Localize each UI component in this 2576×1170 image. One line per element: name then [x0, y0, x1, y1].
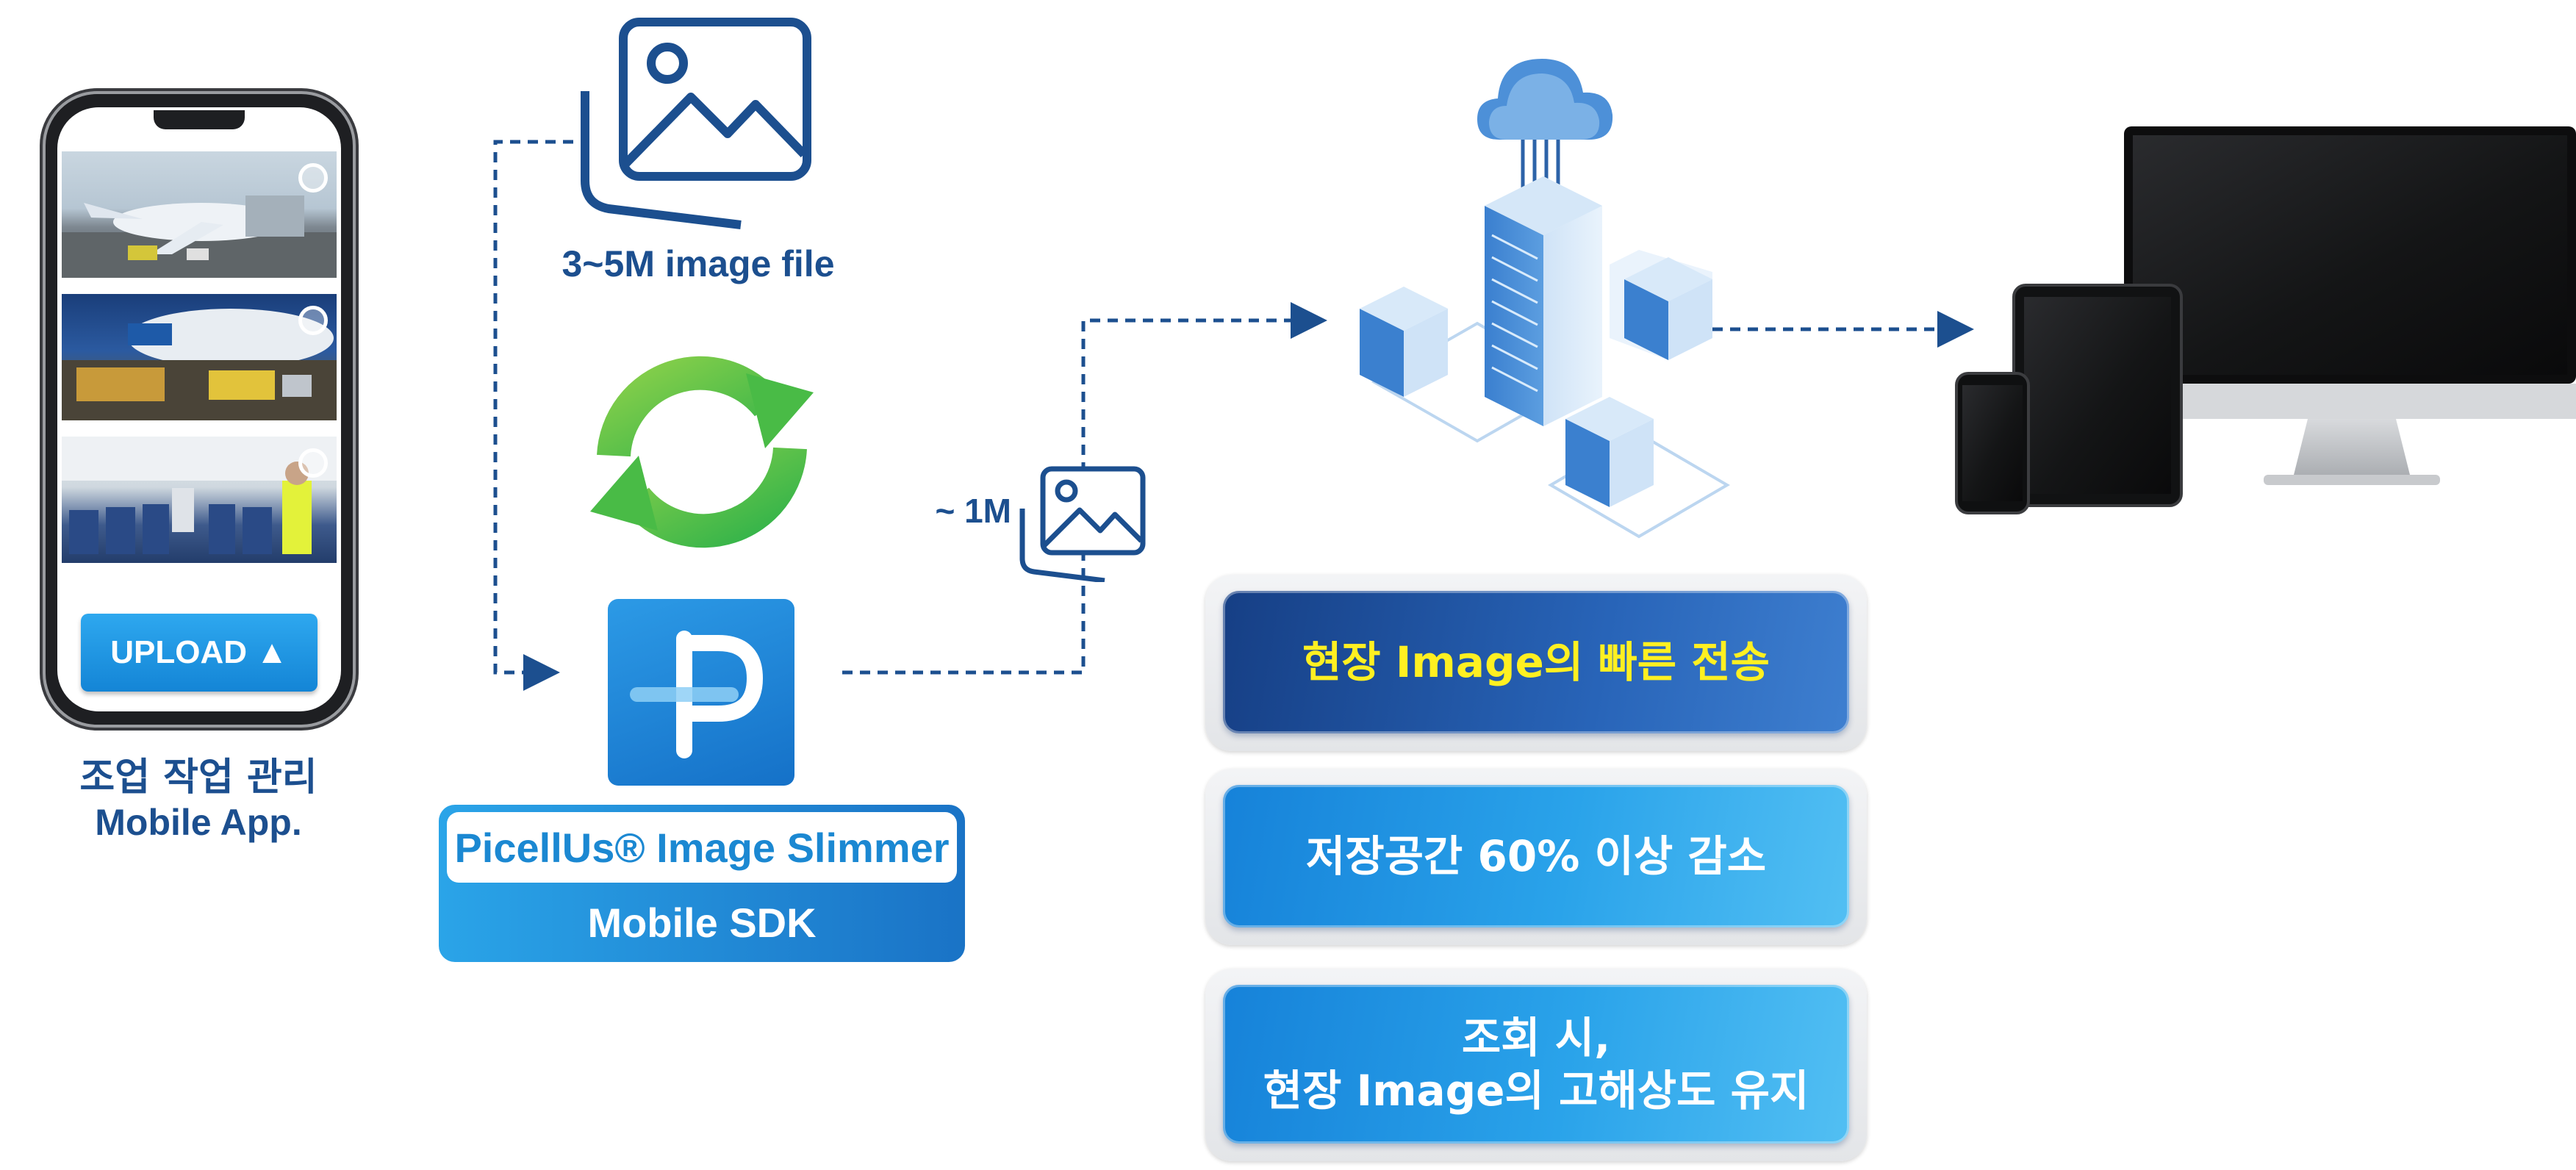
benefit-card-3: 조회 시, 현장 Image의 고해상도 유지 — [1205, 969, 1867, 1161]
phone-notch — [154, 110, 245, 129]
photo-cargo-loading[interactable] — [62, 294, 337, 420]
photo-airplane-apron[interactable] — [62, 151, 337, 278]
image-icon — [581, 18, 811, 229]
devices-icon — [1955, 126, 2576, 514]
phone-caption-english: Mobile App. — [95, 802, 302, 843]
connector-sdk-to-server — [842, 302, 1327, 675]
picellus-logo-icon — [608, 599, 794, 786]
benefit-high-resolution: 조회 시, 현장 Image의 고해상도 유지 — [1223, 985, 1849, 1144]
benefit-card-2: 저장공간 60% 이상 감소 — [1205, 769, 1867, 945]
source-file-label: 3~5M image file — [562, 243, 835, 284]
benefit-fast-transfer: 현장 Image의 빠른 전송 — [1223, 591, 1849, 733]
sdk-name: PicellUs® Image Slimmer — [447, 812, 957, 883]
photo-cabin-cleaning[interactable] — [62, 437, 337, 563]
cloud-server-icon — [1360, 59, 1730, 539]
refresh-icon — [590, 356, 814, 548]
benefit-storage-reduction: 저장공간 60% 이상 감소 — [1223, 785, 1849, 927]
phone-caption-korean: 조업 작업 관리 — [79, 756, 317, 800]
connector-image-to-sdk — [493, 140, 573, 691]
sdk-subtitle: Mobile SDK — [587, 899, 817, 946]
compressed-size-label: ~ 1M — [935, 492, 1011, 530]
compressed-image-icon — [1019, 466, 1146, 582]
phone-screen — [57, 107, 341, 711]
upload-button[interactable]: UPLOAD ▲ — [81, 614, 317, 692]
benefit-card-1: 현장 Image의 빠른 전송 — [1205, 575, 1867, 751]
